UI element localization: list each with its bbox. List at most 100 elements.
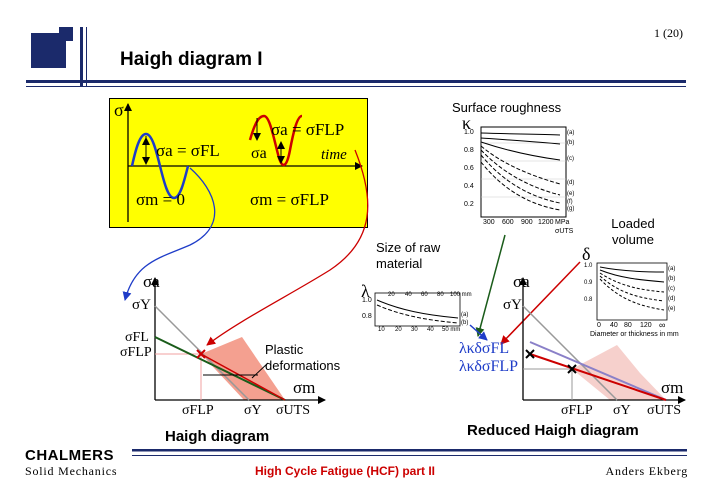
reduced-y-axis-label: σa [513, 272, 530, 291]
haigh-xtick-sigma-uts: σUTS [276, 403, 310, 418]
plastic-pointer [251, 362, 269, 379]
load-box-time-axis: time [321, 147, 347, 163]
logo-square-small [59, 27, 73, 41]
roughness-arrow [475, 234, 506, 337]
lv-curve-d: (d) [668, 296, 676, 302]
reduced-xtick-sigma-flp: σFLP [561, 403, 593, 418]
rm-xbot-1: 10 [378, 327, 385, 333]
lv-ytick-3: 0.8 [584, 297, 593, 303]
haigh-tick-sigma-flp: σFLP [120, 345, 152, 360]
lv-ytick-2: 0.9 [584, 280, 593, 286]
load-box [109, 98, 368, 228]
sr-curve-e: (e) [567, 191, 575, 197]
load-box-flp-mean: σm = σFLP [250, 190, 329, 209]
header-vertical-rule [80, 27, 83, 87]
sr-xtick-2: 600 [502, 219, 514, 226]
connector-red [206, 149, 369, 346]
sr-ytick-2: 0.8 [464, 147, 474, 154]
raw-material-arrow [469, 324, 488, 341]
sr-ytick-5: 0.2 [464, 201, 474, 208]
lv-xtick-3: 80 [624, 322, 632, 329]
lv-xtick-2: 40 [610, 322, 618, 329]
sr-curve-f: (f) [567, 199, 573, 205]
load-box-flp-equation: σa = σFLP [271, 120, 345, 139]
haigh-caption: Haigh diagram [165, 428, 270, 445]
footer-logo: CHALMERS [25, 447, 114, 464]
footer-rule-thin [132, 455, 687, 456]
reduced-fatigue-line-purple [529, 341, 667, 401]
plastic-deformation-label: Plastic deformations [265, 342, 341, 373]
rm-xtop-1: 20 [388, 292, 395, 298]
rm-curve-a: (a) [461, 312, 469, 318]
sr-ytick-3: 0.6 [464, 165, 474, 172]
sr-xtick-3: 900 [521, 219, 533, 226]
haigh-xtick-sigma-y: σY [244, 403, 262, 418]
loaded-volume-arrow [500, 261, 581, 345]
load-box-sigma-axis: σ [114, 100, 124, 120]
sr-curve-c: (c) [567, 156, 574, 162]
page-number: 1 (20) [654, 26, 683, 40]
haigh-diagram [151, 277, 326, 404]
footer-author: Anders Ekberg [605, 464, 688, 478]
reduced-xtick-sigma-uts: σUTS [647, 403, 681, 418]
header-horizontal-rule-thin [26, 86, 686, 87]
connector-blue [122, 167, 216, 301]
raw-material-plot [374, 292, 461, 327]
load-box-axes [124, 103, 363, 222]
haigh-x-axis-label: σm [293, 378, 316, 397]
sr-curve-d: (d) [567, 180, 575, 186]
page-title: Haigh diagram I [120, 49, 263, 70]
reduced-plastic-region [572, 345, 666, 400]
loaded-volume-title: Loaded volume [611, 216, 655, 247]
sr-xtick-4: 1200 [538, 219, 554, 226]
fully-reversed-load-curve [130, 132, 190, 200]
lv-x-label: Diameter or thickness in mm [590, 331, 679, 338]
surface-roughness-plot [475, 126, 567, 337]
rm-xtop-5: 100 mm [450, 292, 472, 298]
reduced-xtick-sigma-y: σY [613, 403, 631, 418]
sr-curve-g: (g) [567, 206, 575, 212]
lv-xtick-1: 0 [597, 322, 601, 329]
reduced-yield-line [522, 305, 618, 401]
rm-xtop-2: 40 [405, 292, 412, 298]
rm-ytick-1: 1.0 [362, 297, 372, 304]
sr-x-unit: MPa [555, 219, 570, 226]
raw-material-symbol: λ [361, 281, 370, 301]
rm-curve-b: (b) [461, 320, 469, 326]
reduced-haigh-caption: Reduced Haigh diagram [467, 422, 639, 439]
lv-curve-a: (a) [668, 266, 676, 272]
sr-ytick-4: 0.4 [464, 183, 474, 190]
surface-roughness-symbol: κ [462, 113, 472, 133]
surface-roughness-title: Surface roughness [452, 100, 562, 115]
reduced-x-axis-label: σm [661, 378, 684, 397]
haigh-tick-sigma-y: σY [132, 297, 151, 313]
sr-curve-b: (b) [567, 140, 575, 146]
rm-ytick-2: 0.8 [362, 313, 372, 320]
reduced-tick-sigma-y: σY [503, 297, 522, 313]
plastic-deformation-region [201, 337, 285, 400]
reduced-haigh-diagram [519, 277, 686, 404]
header-vertical-rule-thin [86, 27, 87, 87]
rm-xbot-5: 50 mm [442, 327, 461, 333]
lv-curve-e: (e) [668, 306, 676, 312]
sr-x-unit-sub: σUTS [555, 228, 574, 235]
haigh-tick-sigma-fl: σFL [125, 330, 149, 345]
reduced-tick-fl: λκδσFL [459, 340, 510, 357]
sr-curve-a: (a) [567, 130, 575, 136]
load-box-fl-equation: σa = σFL [156, 141, 220, 160]
fatigue-line-green [154, 336, 286, 401]
lv-curve-b: (b) [668, 276, 676, 282]
header-horizontal-rule [26, 80, 686, 83]
sr-ytick-1: 1.0 [464, 129, 474, 136]
rm-xtop-3: 60 [421, 292, 428, 298]
loaded-volume-symbol: δ [582, 244, 591, 264]
sr-xtick-1: 300 [483, 219, 495, 226]
footer-department: Solid Mechanics [25, 464, 118, 478]
footer-course-title: High Cycle Fatigue (HCF) part II [255, 464, 436, 478]
haigh-y-axis-label: σa [143, 272, 160, 291]
lv-xtick-4: 120 [640, 322, 652, 329]
rm-xbot-4: 40 [427, 327, 434, 333]
load-box-fl-mean: σm = 0 [136, 190, 185, 209]
footer-rule-thick [132, 449, 687, 452]
